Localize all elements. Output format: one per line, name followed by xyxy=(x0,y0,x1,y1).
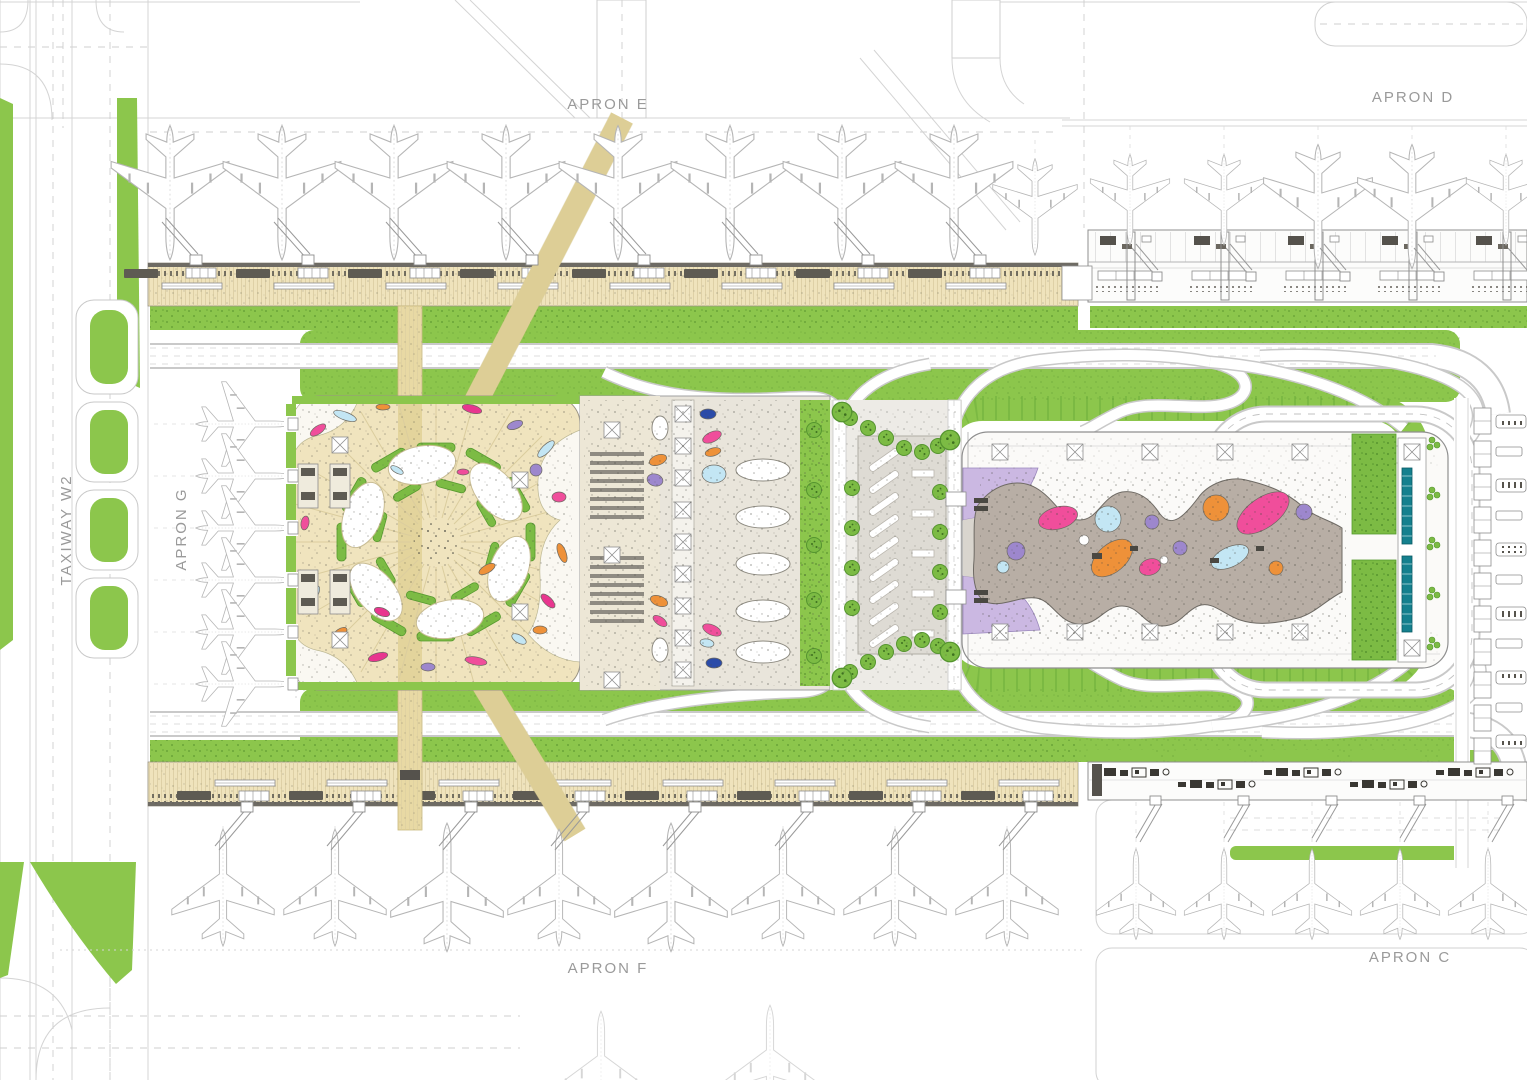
apron-c-aircraft xyxy=(1095,795,1527,941)
terminal-east xyxy=(945,431,1449,669)
terminal-central xyxy=(579,395,831,691)
transport-depot xyxy=(1473,407,1527,765)
south-pier xyxy=(147,761,1079,807)
north-pier xyxy=(123,262,1079,307)
taxiway-w2-label: TAXIWAY W2 xyxy=(58,474,75,585)
taxiway-islands xyxy=(75,299,139,659)
apron-d-aircraft xyxy=(1089,143,1527,282)
flower-gate-lounges xyxy=(297,463,351,615)
forecourt xyxy=(830,399,962,691)
apron-g-label: APRON G xyxy=(173,487,190,570)
jet-bridge-heads xyxy=(189,254,987,266)
apron-f-label: APRON F xyxy=(568,960,649,977)
apron-e-aircraft xyxy=(110,124,1079,266)
east-arrival-hall xyxy=(1351,433,1441,663)
apron-d-label: APRON D xyxy=(1372,89,1454,106)
apron-g-aircraft xyxy=(195,380,293,728)
labels: APRON E APRON D TAXIWAY W2 APRON G APRON… xyxy=(58,89,1454,977)
terminal-west xyxy=(284,395,581,691)
flower-west-gates xyxy=(284,404,299,691)
apron-e-label: APRON E xyxy=(567,96,649,113)
concourse-c xyxy=(1087,761,1527,801)
concourse-d xyxy=(1061,229,1527,303)
apron-f-aircraft xyxy=(170,801,1060,953)
apron-c-label: APRON C xyxy=(1369,949,1451,966)
taxiing-aircraft xyxy=(548,1004,823,1080)
